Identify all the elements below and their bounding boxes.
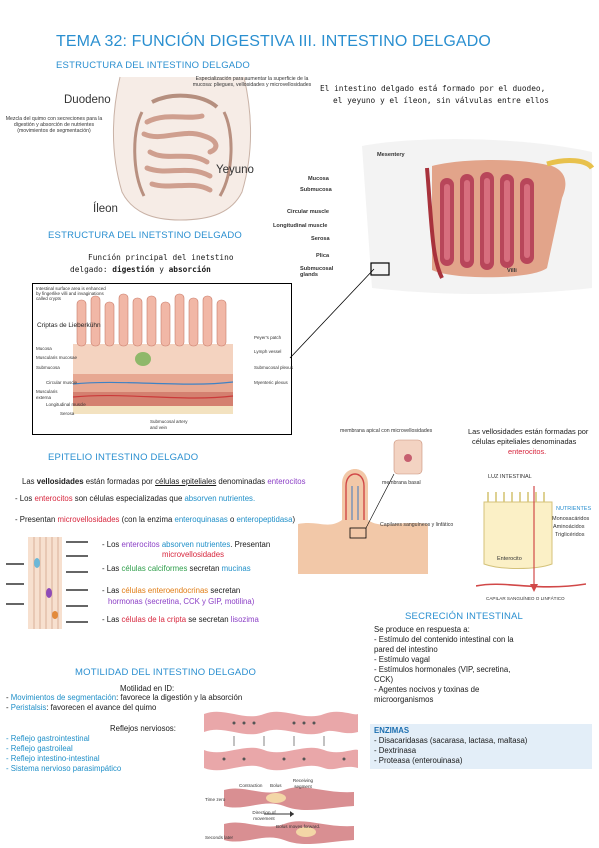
enzimas-title: ENZIMAS [374,726,410,735]
peri-label-contraction: Contraction [239,783,263,788]
diag-label-muscularis-externa: Muscularis externa [36,389,58,400]
section-heading-estructura-2: ESTRUCTURA DEL INETSTINO DELGADO [48,230,242,241]
section-heading-secrecion: SECRECIÓN INTESTINAL [405,611,524,622]
diag-label-mucosa: Mucosa [36,346,52,351]
diag-label-peyer: Peyer's patch [254,335,282,340]
bullet-enterocitos: - Los enterocitos absorven nutrientes. P… [102,540,271,549]
reflejos-title: Reflejos nerviosos: [110,724,176,733]
enzimas-line: - Dextrinasa [374,746,417,755]
peri-label-direction: Direction of movement [252,810,276,821]
right-note-3: enterocitos. [508,447,547,456]
nutrient-0: Monosacáridos [552,516,590,522]
func-line-1: Función principal del inetstino [88,253,234,262]
section-heading-estructura: ESTRUCTURA DEL INTESTINO DELGADO [56,60,250,71]
epithelium-cells-diagram [6,537,88,629]
secrecion-line: - Estímulo del contenido intestinal con … [374,635,514,644]
wall-label-longitudinal: Longitudinal muscle [273,223,328,229]
intestinal-wall-illustration [362,139,595,294]
wall-label-mesentery: Mesentery [377,152,405,158]
label-enterocito: Enterocito [497,556,522,562]
secrecion-text: Se produce en respuesta a: - Estímulo de… [374,625,584,705]
section-heading-epitelio: EPITELIO INTESTINO DELGADO [48,452,199,463]
nutrient-1: Aminoácidos [553,524,585,530]
label-duodeno: Duodeno [64,94,111,106]
enzimas-line: - Proteasa (enterouinasa) [374,756,463,765]
diag-label-muscularis-mucosae: Muscularis mucosae [36,355,78,360]
diag-label-longitudinal: Longitudinal muscle [46,402,86,407]
epitelio-p3: - Presentan microvellosidades (con la en… [15,515,296,524]
label-criptas: Criptas de Lieberkühn [37,322,101,329]
diag-label-lymph: Lymph vessel [254,349,282,354]
label-nutrientes: NUTRIENTES [556,506,592,512]
reflejos-list: - Reflejo gastrointestinal - Reflejo gas… [6,734,121,774]
secrecion-line: microorganismos [374,695,434,704]
bullet-enteroendocrinas: - Las células enteroendocrinas secretan [102,586,241,595]
diagram-header: Intestinal surface area is enhanced by f… [36,286,106,301]
wall-label-plica: Plica [316,253,330,259]
motil-title: Motilidad en ID: [120,684,175,693]
reflejo-item: - Reflejo gastroileal [6,744,73,753]
bullet-cripta: - Las células de la cripta se secretan l… [102,615,259,624]
peristalsis-illustration [224,787,354,844]
label-membrana-basal: membrana basal [382,480,421,486]
peri-label-timezero: Time zero [205,797,226,802]
label-luz-intestinal: LUZ INTESTINAL [488,474,532,480]
secrecion-line: - Agentes nocivos y toxinas de [374,685,480,694]
section-heading-motilidad: MOTILIDAD DEL INTESTINO DELGADO [75,667,257,678]
peri-label-seconds: Seconds later [205,835,234,840]
label-capilar-sanguineo: CAPILAR SANGUÍNEO O LINFÁTICO [486,596,565,601]
bullet-enterocitos-cont: microvellosidades [162,550,224,559]
diag-label-circular: Circular muscle [46,380,78,385]
label-ileon: Íleon [93,203,118,215]
reflejo-item: - Sistema nervioso parasimpático [6,764,122,773]
secrecion-line: - Estímulo vagal [374,655,430,664]
wall-label-circular: Circular muscle [287,209,329,215]
page-title: TEMA 32: FUNCIÓN DIGESTIVA III. INTESTIN… [56,33,491,50]
enzimas-box: ENZIMAS - Disacaridasas (sacarasa, lacta… [370,724,592,769]
secrecion-line: - Estímulos hormonales (VIP, secretina, [374,665,511,674]
right-note-1: Las vellosidades están formadas por [468,427,589,436]
reflejo-item: - Reflejo intestino-intestinal [6,754,100,763]
intro-line-1: El intestino delgado está formado por el… [320,84,546,93]
segmentation-illustration [204,711,358,771]
enzimas-line: - Disacaridasas (sacarasa, lactasa, malt… [374,736,528,745]
wall-label-submucosa: Submucosa [300,187,332,193]
label-capilares: Capilares sanguíneos y linfático [380,522,454,528]
wall-label-serosa: Serosa [311,236,330,242]
note-superficie: Especialización para aumentar la superfi… [192,76,312,88]
diag-label-submucosa: Submucosa [36,365,60,370]
note-segmentacion: Mezcla del quimo con secreciones para la… [5,116,103,134]
secrecion-line: CCK) [374,675,394,684]
wall-label-submucosal-glands: Submucosal glands [300,266,334,278]
enterocyte-illustration [476,486,586,592]
wall-label-mucosa: Mucosa [308,176,329,182]
reflejo-item: - Reflejo gastrointestinal [6,734,90,743]
peri-label-receiving: Receiving segment [292,778,314,789]
villi-crosssection-diagram [32,283,292,435]
diag-label-myenteric: Myenteric plexus [254,380,288,385]
epitelio-p2: - Los enterocitos son células especializ… [15,494,256,503]
label-membrana-apical: membrana apical con microvellosidades [340,428,433,434]
bullet-hormonas: hormonas (secretina, CCK y GIP, motilina… [108,597,255,606]
secrecion-line: Se produce en respuesta a: [374,625,470,634]
epitelio-p1: Las vellosidades están formadas por célu… [22,477,306,486]
bullet-calciformes: - Las células calciformes secretan mucin… [102,564,251,573]
secrecion-line: pared del intestino [374,645,438,654]
wall-label-villi: Villi [507,268,517,274]
villus-illustration [298,439,428,574]
nutrient-2: Triglicéridos [555,532,585,538]
motil-segmentacion: - Movimientos de segmentación: favorece … [6,693,243,702]
diag-label-submucosal-plexus: Submucosal plexus [254,365,294,370]
right-note-2: células epiteliales denominadas [472,437,577,446]
peri-label-bolus: Bolus [270,783,282,788]
label-yeyuno: Yeyuno [216,164,254,176]
motil-peristalsis: - Peristalsis: favorecen el avance del q… [6,703,157,712]
intro-line-2: el yeyuno y el íleon, sin válvulas entre… [333,96,549,105]
diag-label-submucosal-artery: Submucosal artery and vein [150,419,188,430]
diag-label-serosa: Serosa [60,411,75,416]
func-line-2: delgado: digestión y absorción [70,265,211,274]
peri-label-bolus-forward: Bolus moves forward. [276,824,321,829]
abdomen-illustration [113,76,251,221]
